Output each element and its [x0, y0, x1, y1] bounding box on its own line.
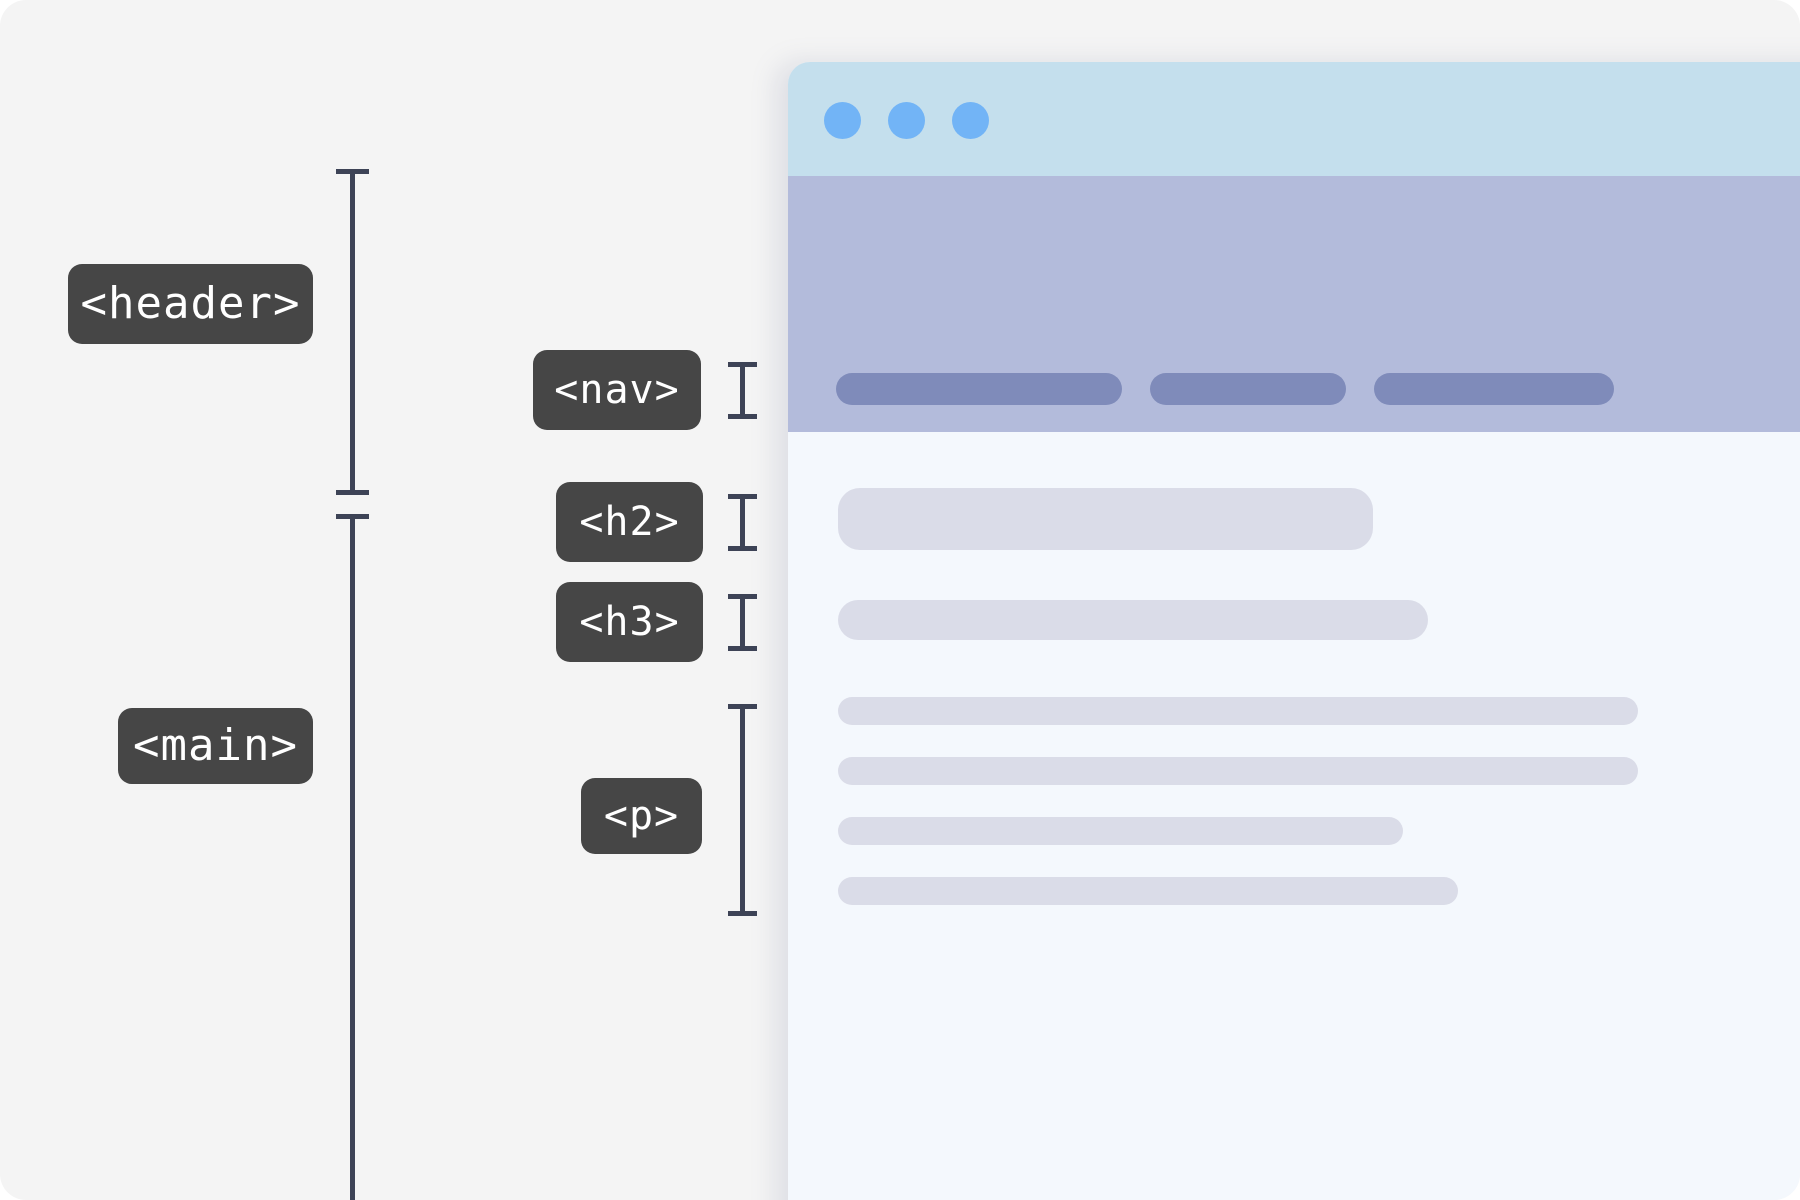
ibeam-cap-bottom [728, 414, 757, 419]
tag-badge-p[interactable]: <p> [581, 778, 702, 854]
nav-link-placeholder-2[interactable] [1150, 373, 1346, 405]
traffic-light-dot-3-icon[interactable] [952, 102, 989, 139]
ibeam-cap-bottom [728, 911, 757, 916]
nav-link-placeholder-1[interactable] [836, 373, 1122, 405]
tag-badge-h2[interactable]: <h2> [556, 482, 703, 562]
main-span-top-cap [336, 514, 369, 519]
ibeam-cap-bottom [728, 646, 757, 651]
ibeam-marker-h3 [728, 594, 757, 651]
ibeam-stem [740, 494, 745, 551]
heading-3-placeholder [838, 600, 1428, 640]
nav-link-placeholder-3[interactable] [1374, 373, 1614, 405]
ibeam-marker-p [728, 704, 757, 916]
header-span-bottom-cap [336, 490, 369, 495]
paragraph-line-placeholder-3 [838, 817, 1403, 845]
ibeam-stem [740, 594, 745, 651]
ibeam-marker-h2 [728, 494, 757, 551]
ibeam-cap-bottom [728, 546, 757, 551]
ibeam-stem [740, 362, 745, 419]
traffic-light-dot-2-icon[interactable] [888, 102, 925, 139]
ibeam-marker-nav [728, 362, 757, 419]
browser-titlebar [788, 62, 1800, 176]
tag-badge-h3[interactable]: <h3> [556, 582, 703, 662]
ibeam-stem [740, 704, 745, 916]
paragraph-line-placeholder-1 [838, 697, 1638, 725]
main-span-line [350, 517, 355, 1200]
tag-badge-header[interactable]: <header> [68, 264, 313, 344]
paragraph-line-placeholder-4 [838, 877, 1458, 905]
tag-badge-nav[interactable]: <nav> [533, 350, 701, 430]
paragraph-line-placeholder-2 [838, 757, 1638, 785]
traffic-light-dot-1-icon[interactable] [824, 102, 861, 139]
header-span-top-cap [336, 169, 369, 174]
tag-badge-main[interactable]: <main> [118, 708, 313, 784]
header-span-line [350, 172, 355, 493]
heading-2-placeholder [838, 488, 1373, 550]
